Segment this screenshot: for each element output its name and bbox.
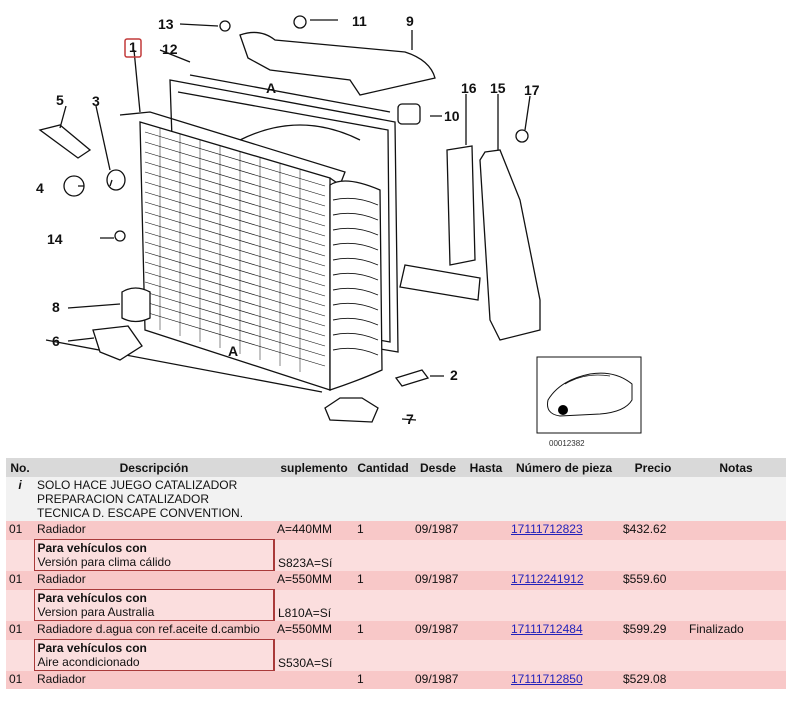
row-description: Radiador	[34, 521, 274, 540]
col-notas: Notas	[686, 458, 786, 477]
row-from: 09/1987	[412, 620, 464, 640]
callout-7: 7	[406, 411, 414, 427]
part-number-link[interactable]: 17111712484	[511, 621, 583, 636]
callout-11: 11	[352, 13, 367, 29]
condition-title: Para vehículos con	[37, 541, 147, 555]
condition-box: Para vehículos con Aire acondicionado	[33, 639, 275, 671]
condition-row: Para vehículos con Versión para clima cá…	[6, 539, 786, 571]
row-suplemento: A=440MM	[274, 521, 354, 540]
condition-row: Para vehículos con Version para Australi…	[6, 589, 786, 621]
row-suplemento: A=550MM	[274, 570, 354, 590]
row-no: 01	[6, 620, 34, 640]
callout-6: 6	[52, 333, 60, 349]
col-precio: Precio	[620, 458, 686, 477]
parts-diagram: 13 11 9 1 12 A 16 15 17 5 3 10 4 14 8 6 …	[36, 13, 642, 448]
row-to	[464, 570, 508, 590]
row-description: Radiadore d.agua con ref.aceite d.cambio	[34, 620, 274, 640]
table-row: 01 Radiadore d.agua con ref.aceite d.cam…	[6, 620, 786, 640]
callout-1-highlight	[124, 38, 142, 58]
dimension-a-top: A	[266, 80, 276, 96]
callout-16: 16	[461, 80, 477, 96]
callout-10: 10	[444, 108, 460, 124]
condition-text: Aire acondicionado	[37, 655, 140, 669]
part-number-link[interactable]: 17111712850	[511, 671, 583, 686]
row-price: $529.08	[620, 670, 686, 689]
col-suplemento: suplemento	[274, 458, 354, 477]
condition-code: S823A=Sí	[274, 539, 354, 571]
row-price: $432.62	[620, 521, 686, 540]
condition-text: Versión para clima cálido	[37, 555, 171, 569]
row-no: 01	[6, 670, 34, 689]
table-header-row: No. Descripción suplemento Cantidad Desd…	[6, 458, 786, 477]
row-quantity: 1	[354, 570, 412, 590]
callout-14: 14	[47, 231, 63, 247]
row-from: 09/1987	[412, 521, 464, 540]
row-notes	[686, 570, 786, 590]
row-notes	[686, 521, 786, 540]
condition-title: Para vehículos con	[37, 641, 147, 655]
callout-4: 4	[36, 180, 44, 196]
part-number-link[interactable]: 17112241912	[511, 571, 584, 586]
row-quantity: 1	[354, 670, 412, 689]
row-notes: Finalizado	[686, 620, 786, 640]
row-to	[464, 521, 508, 540]
col-cantidad: Cantidad	[354, 458, 412, 477]
info-line-1: SOLO HACE JUEGO CATALIZADOR	[37, 478, 238, 492]
row-from: 09/1987	[412, 570, 464, 590]
callout-15: 15	[490, 80, 506, 96]
condition-row: Para vehículos con Aire acondicionado S5…	[6, 639, 786, 671]
row-quantity: 1	[354, 620, 412, 640]
row-description: Radiador	[34, 570, 274, 590]
condition-code: L810A=Sí	[274, 589, 354, 621]
part-number-link[interactable]: 17111712823	[511, 522, 583, 536]
vehicle-thumbnail: 00012382	[536, 356, 642, 448]
callout-17: 17	[524, 82, 540, 98]
thumbnail-code: 00012382	[549, 439, 585, 448]
info-line-2: PREPARACION CATALIZADOR	[37, 492, 210, 506]
row-to	[464, 670, 508, 689]
condition-text: Version para Australia	[37, 605, 155, 619]
info-icon: i	[6, 477, 34, 521]
row-price: $559.60	[620, 570, 686, 590]
callout-12: 12	[162, 41, 178, 57]
condition-code: S530A=Sí	[274, 639, 354, 671]
row-notes	[686, 670, 786, 689]
info-text: SOLO HACE JUEGO CATALIZADOR PREPARACION …	[34, 477, 786, 521]
row-to	[464, 620, 508, 640]
callout-1: 1	[129, 39, 137, 55]
table-row: 01 Radiador A=440MM 1 09/1987 1711171282…	[6, 521, 786, 540]
parts-table: No. Descripción suplemento Cantidad Desd…	[6, 458, 786, 689]
info-line-3: TECNICA D. ESCAPE CONVENTION.	[37, 506, 244, 520]
condition-title: Para vehículos con	[37, 591, 147, 605]
row-no: 01	[6, 570, 34, 590]
dimension-a-bottom: A	[228, 343, 238, 359]
col-hasta: Hasta	[464, 458, 508, 477]
callout-8: 8	[52, 299, 60, 315]
callout-2: 2	[450, 367, 458, 383]
table-row: 01 Radiador 1 09/1987 17111712850 $529.0…	[6, 670, 786, 689]
row-from: 09/1987	[412, 670, 464, 689]
callout-13: 13	[158, 16, 174, 32]
col-desde: Desde	[412, 458, 464, 477]
row-price: $599.29	[620, 620, 686, 640]
row-quantity: 1	[354, 521, 412, 540]
row-no: 01	[6, 521, 34, 540]
condition-box: Para vehículos con Version para Australi…	[33, 589, 275, 621]
row-suplemento: A=550MM	[274, 620, 354, 640]
col-descripcion: Descripción	[34, 458, 274, 477]
callout-5: 5	[56, 92, 64, 108]
col-numero-pieza: Número de pieza	[508, 458, 620, 477]
row-description: Radiador	[34, 670, 274, 689]
info-row: i SOLO HACE JUEGO CATALIZADOR PREPARACIO…	[6, 477, 786, 521]
callout-9: 9	[406, 13, 414, 29]
callout-3: 3	[92, 93, 100, 109]
table-row: 01 Radiador A=550MM 1 09/1987 1711224191…	[6, 570, 786, 590]
row-suplemento	[274, 670, 354, 689]
col-no: No.	[6, 458, 34, 477]
condition-box: Para vehículos con Versión para clima cá…	[33, 539, 275, 571]
